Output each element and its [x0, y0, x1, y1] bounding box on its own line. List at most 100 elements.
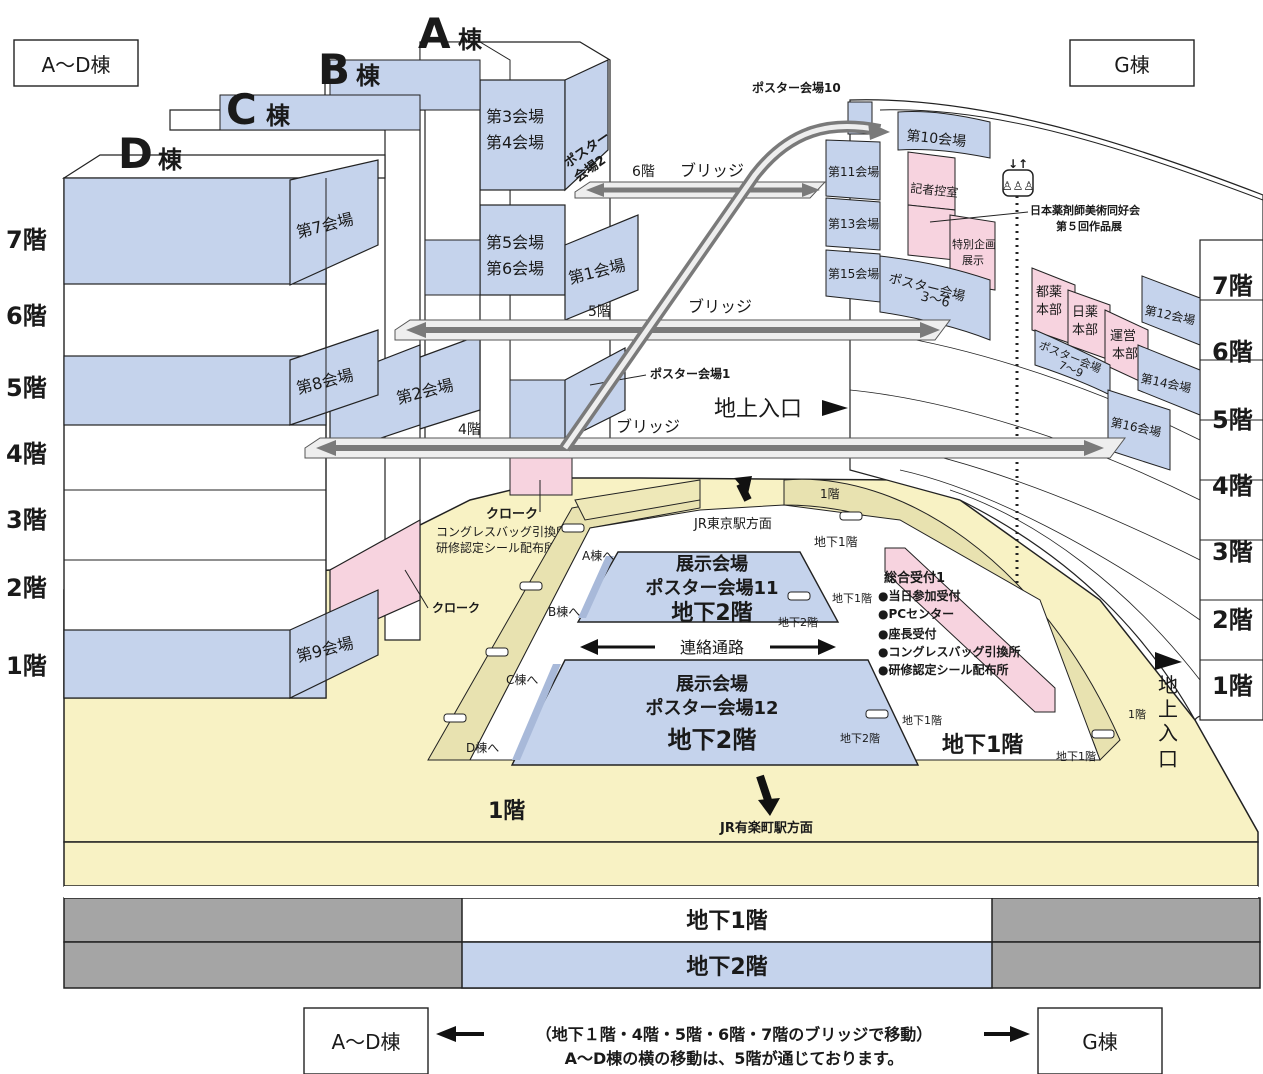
reception-title: 総合受付1	[884, 570, 945, 586]
footer: A〜D棟 G棟 （地下１階・4階・5階・6階・7階のブリッジで移動） A〜D棟の…	[303, 1007, 1163, 1074]
hall-13-label: 第13会場	[828, 217, 879, 231]
footer-right-box: G棟	[1082, 1030, 1118, 1054]
legend-b1-label: 地下1階	[686, 909, 767, 934]
exh12-line2: ポスター会場12	[645, 697, 778, 719]
toyaku-line2: 本部	[1036, 303, 1062, 318]
ground-entrance: 地上入口 地 上 入 口	[714, 397, 1182, 771]
floor-left-3: 3階	[6, 506, 47, 534]
floor-right-3: 3階	[1212, 538, 1253, 566]
floor-left-7: 7階	[6, 226, 47, 254]
to-a-label: A棟へ	[582, 548, 614, 563]
label-c-tou: 棟	[266, 102, 291, 130]
poster-36-line2: 3〜6	[919, 289, 951, 311]
building-name-labels: A 棟 B 棟 C 棟 D 棟	[118, 9, 483, 178]
bridge-5f-floor: 5階	[588, 304, 611, 320]
elevator-icon-upper	[1002, 169, 1034, 197]
floor-left-4: 4階	[6, 440, 47, 468]
bridges: 6階 ブリッジ 5階 ブリッジ 4階 ブリッジ	[304, 120, 1126, 459]
esc-b1b-label: 地下1階	[832, 591, 872, 605]
label-b-tou: 棟	[356, 62, 381, 90]
special-exhibit-line1: 特別企画	[952, 237, 996, 251]
ground-entrance-v-3: 入	[1158, 721, 1178, 745]
basement-legend: 地下1階 地下2階	[63, 897, 1261, 989]
esc-1f-label: 1階	[820, 486, 840, 501]
reception-item-4: ●コングレスバッグ引換所	[878, 644, 1020, 659]
label-a-tou: 棟	[458, 26, 483, 54]
legend-b2-label: 地下2階	[686, 955, 767, 980]
floor-labels-right: 7階 6階 5階 4階 3階 2階 1階	[1212, 272, 1253, 700]
floor-labels-left: 7階 6階 5階 4階 3階 2階 1階	[6, 226, 47, 680]
hall-11-label: 第11会場	[828, 165, 879, 179]
label-c-letter: C	[226, 85, 257, 134]
footer-line1: （地下１階・4階・5階・6階・7階のブリッジで移動）	[536, 1025, 933, 1044]
bridge-6f-floor: 6階	[632, 164, 655, 180]
reception-item-5: ●研修認定シール配布所	[878, 662, 1008, 677]
ground-entrance-v-1: 地	[1158, 673, 1178, 697]
hall-10-label: 第10会場	[906, 127, 967, 150]
building-g	[825, 99, 1263, 722]
ground-entrance-v-2: 上	[1158, 697, 1178, 721]
cloak2-title: クローク	[486, 507, 538, 522]
cloak-label: クローク	[432, 601, 480, 615]
bridge-5f-label: ブリッジ	[688, 297, 752, 316]
renraku-label: 連絡通路	[680, 638, 744, 657]
label-a-letter: A	[418, 9, 451, 58]
floor-left-1: 1階	[6, 652, 47, 680]
svg-text:♙♙♙: ♙♙♙	[1002, 179, 1034, 193]
exh11-line1: 展示会場	[676, 553, 748, 575]
exh12-line3: 地下2階	[668, 726, 757, 754]
footer-left-box: A〜D棟	[331, 1030, 400, 1054]
press-room-label: 記者控室	[910, 180, 959, 200]
floor-1-plane-label: 1階	[488, 799, 525, 824]
floor-right-5: 5階	[1212, 406, 1253, 434]
esc-b1-label: 地下1階	[814, 534, 858, 549]
label-d-tou: 棟	[158, 146, 183, 174]
reception-item-2: ●PCセンター	[878, 607, 954, 621]
b1-plane-label: 地下1階	[942, 733, 1023, 758]
to-b-label: B棟へ	[548, 604, 580, 619]
header-boxes: A〜D棟 G棟	[13, 39, 1195, 87]
cloak2-line2: 研修認定シール配布所	[436, 540, 556, 555]
toyaku-line1: 都薬	[1036, 285, 1062, 300]
floor-right-2: 2階	[1212, 606, 1253, 634]
jr-yurakucho-label: JR有楽町駅方面	[719, 820, 813, 836]
esc-b1d-label: 地下1階	[1056, 749, 1096, 763]
special-exhibit-line2: 展示	[962, 254, 984, 267]
header-g-label: G棟	[1114, 53, 1150, 77]
exh11-line2: ポスター会場11	[645, 577, 778, 599]
floor-right-7: 7階	[1212, 272, 1253, 300]
floor-left-6: 6階	[6, 302, 47, 330]
basement-corridor	[427, 478, 1121, 766]
bridge-4f-floor: 4階	[458, 422, 481, 438]
esc-b2-label: 地下2階	[778, 615, 818, 629]
floor-right-6: 6階	[1212, 338, 1253, 366]
floor-left-2: 2階	[6, 574, 47, 602]
nichiyaku-line2: 本部	[1072, 323, 1098, 338]
exh12-line1: 展示会場	[676, 673, 748, 695]
art-exhibit-line1: 日本薬剤師美術同好会	[1030, 203, 1141, 217]
floor-right-1: 1階	[1212, 672, 1253, 700]
nichiyaku-line1: 日薬	[1072, 305, 1098, 320]
reception-item-1: ●当日参加受付	[878, 588, 960, 603]
poster-1-label: ポスター会場1	[650, 366, 730, 381]
unei-line2: 本部	[1112, 347, 1138, 362]
building-d	[61, 154, 386, 699]
poster-10-label: ポスター会場10	[752, 80, 841, 95]
ground-entrance-label: 地上入口	[714, 397, 802, 422]
floor-right-4: 4階	[1212, 472, 1253, 500]
to-d-label: D棟へ	[466, 740, 499, 755]
bridge-6f-label: ブリッジ	[680, 161, 744, 180]
ground-entrance-v-4: 口	[1158, 747, 1178, 771]
svg-text:↓↑: ↓↑	[1008, 157, 1028, 171]
ground-labels: 展示会場 ポスター会場11 地下2階 展示会場 ポスター会場12 地下2階 連絡…	[443, 476, 1146, 836]
cloak2-line1: コングレスバッグ引換所	[436, 525, 568, 539]
footer-line2: A〜D棟の横の移動は、5階が通じております。	[565, 1049, 904, 1068]
reception-item-3: ●座長受付	[878, 626, 936, 641]
esc-1f-d-label: 1階	[1128, 707, 1146, 721]
hall-3-label: 第3会場	[486, 107, 544, 126]
escalator-icons	[443, 511, 1115, 739]
hall-4-label: 第4会場	[486, 133, 544, 152]
header-ad-label: A〜D棟	[41, 53, 110, 77]
bridge-4f-label: ブリッジ	[616, 417, 680, 436]
